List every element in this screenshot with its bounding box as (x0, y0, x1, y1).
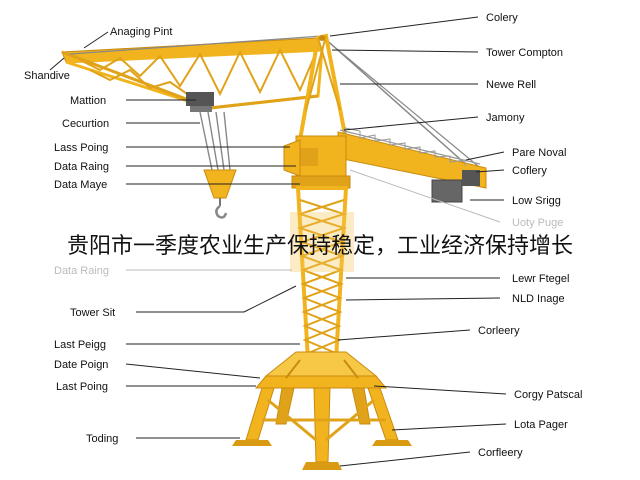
label-colery: Colery (486, 12, 518, 24)
label-jamony: Jamony (486, 112, 525, 124)
label-date-poign: Date Poign (54, 359, 108, 371)
label-coflery: Coflery (512, 165, 547, 177)
operator-cab (283, 139, 301, 177)
trolley (186, 92, 214, 106)
label-data-raing: Data Raing (54, 161, 109, 173)
label-mattion: Mattion (70, 95, 106, 107)
counterweight (431, 179, 463, 203)
label-nld-inage: NLD Inage (512, 293, 565, 305)
label-last-peigg: Last Peigg (54, 339, 106, 351)
hook-block (203, 169, 237, 219)
label-anaging-pint: Anaging Pint (110, 26, 172, 38)
label-tower-compton: Tower Compton (486, 47, 563, 59)
label-lass-poing: Lass Poing (54, 142, 108, 154)
label-low-srigg: Low Srigg (512, 195, 561, 207)
label-uoty-puge: Uoty Puge (512, 217, 563, 229)
label-corgy-patscal: Corgy Patscal (514, 389, 582, 401)
label-lota-pager: Lota Pager (514, 419, 568, 431)
counter-jib (337, 127, 487, 203)
jib (61, 37, 324, 112)
label-lewr-ftegel: Lewr Ftegel (512, 273, 569, 285)
pendant-tie (321, 35, 471, 169)
hoist-cables (199, 111, 231, 171)
label-tower-sit: Tower Sit (70, 307, 115, 319)
label-data-maye: Data Maye (54, 179, 107, 191)
leader-lines-right (329, 16, 507, 467)
hook-icon (215, 204, 228, 219)
labels-right: Colery Tower Compton Newe Rell Jamony Pa… (478, 12, 582, 459)
label-toding: Toding (86, 433, 118, 445)
label-cecurtion: Cecurtion (62, 118, 109, 130)
label-corleery: Corleery (478, 325, 520, 337)
slewing-unit (283, 135, 351, 189)
label-shandive: Shandive (24, 70, 70, 82)
leader-lines-left (49, 31, 300, 439)
label-corfleery: Corfleery (478, 447, 523, 459)
label-data-raing-faded: Data Raing (54, 265, 109, 277)
tower-base (232, 351, 412, 470)
label-last-poing: Last Poing (56, 381, 108, 393)
label-pare-noval: Pare Noval (512, 147, 566, 159)
label-newe-rell: Newe Rell (486, 79, 536, 91)
labels-left: Anaging Pint Shandive Mattion Cecurtion … (24, 26, 172, 445)
tower-mast (290, 186, 354, 362)
news-headline-overlay: 贵阳市一季度农业生产保持稳定，工业经济保持增长 (66, 234, 573, 259)
